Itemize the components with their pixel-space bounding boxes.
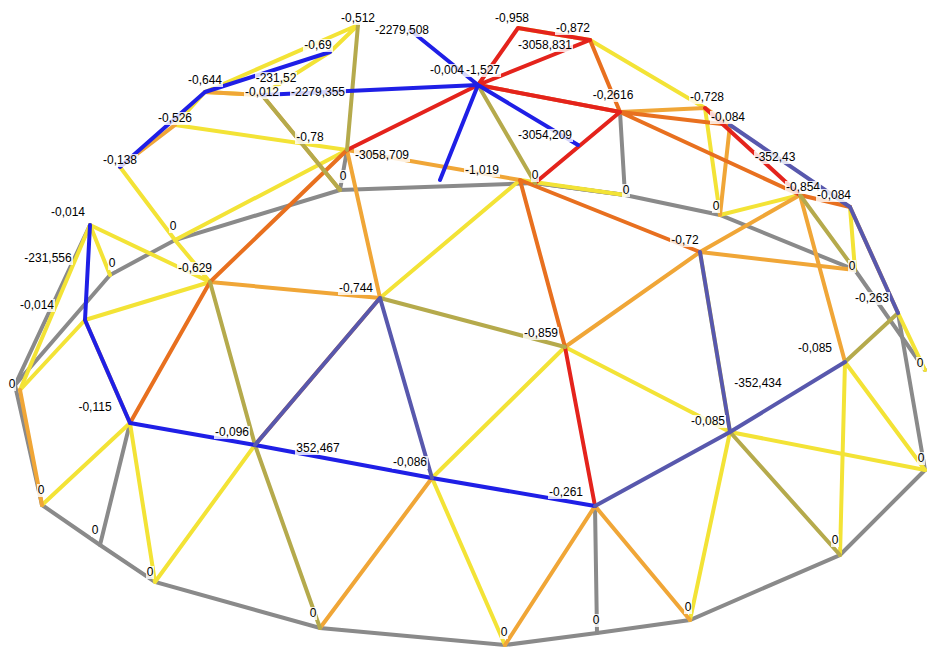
force-value: -0,78 — [295, 131, 324, 144]
force-value: -0,2616 — [592, 89, 635, 102]
force-value: 0 — [622, 184, 631, 197]
force-value: 0 — [108, 257, 117, 270]
force-value: -231,52 — [255, 72, 298, 85]
force-value: -0,084 — [710, 111, 746, 124]
force-value: -352,43 — [754, 151, 797, 164]
force-value: -1,527 — [465, 64, 501, 77]
force-value: -0,72 — [670, 234, 699, 247]
force-value: -3054,209 — [517, 129, 573, 142]
force-value: -2279,355 — [290, 86, 346, 99]
force-value: -0,728 — [689, 91, 725, 104]
force-value: 0 — [309, 607, 318, 620]
force-value: 0 — [712, 200, 721, 213]
force-value: 0 — [592, 614, 601, 627]
force-value: -0,629 — [177, 262, 213, 275]
force-value: -0,744 — [338, 282, 374, 295]
force-value: -3058,831 — [517, 39, 573, 52]
force-value: -0,012 — [244, 86, 280, 99]
force-value: -0,958 — [494, 12, 530, 25]
force-value: 0 — [916, 357, 925, 370]
force-value: -0,014 — [50, 206, 86, 219]
force-value: -0,115 — [77, 401, 112, 414]
force-value: -0,084 — [816, 189, 852, 202]
force-value: 352,467 — [295, 442, 340, 455]
force-value: 0 — [146, 566, 155, 579]
force-value: 0 — [91, 524, 100, 537]
force-value: -0,096 — [214, 426, 250, 439]
force-value: 0 — [531, 169, 540, 182]
force-value: -0,263 — [854, 292, 890, 305]
force-value: -0,261 — [548, 486, 584, 499]
force-value: -0,086 — [392, 456, 428, 469]
force-value: 0 — [169, 220, 178, 233]
force-value: 0 — [500, 626, 509, 639]
force-value: -0,014 — [19, 299, 55, 312]
force-value: 0 — [848, 260, 857, 273]
force-value: 0 — [339, 170, 348, 183]
force-value: -0,872 — [555, 22, 591, 35]
force-value: 0 — [37, 484, 46, 497]
force-value: -231,556 — [23, 252, 72, 265]
force-value: -3058,709 — [354, 149, 410, 162]
force-value: -0,138 — [102, 154, 138, 167]
force-value: -352,434 — [733, 377, 782, 390]
force-value: -2279,508 — [374, 24, 430, 37]
force-value: -0,085 — [690, 415, 726, 428]
force-value: -0,859 — [523, 327, 559, 340]
force-value: 0 — [917, 452, 926, 465]
force-value: -0,644 — [187, 74, 223, 87]
force-value: -0,526 — [157, 112, 193, 125]
force-value: -0,004 — [429, 64, 465, 77]
force-value: -0,69 — [303, 39, 332, 52]
force-value: -0,085 — [797, 342, 833, 355]
force-value: -0,512 — [340, 12, 376, 25]
force-value: 0 — [8, 378, 17, 391]
force-value: 0 — [684, 601, 693, 614]
force-value: 0 — [831, 534, 840, 547]
force-value: -1,019 — [464, 164, 500, 177]
